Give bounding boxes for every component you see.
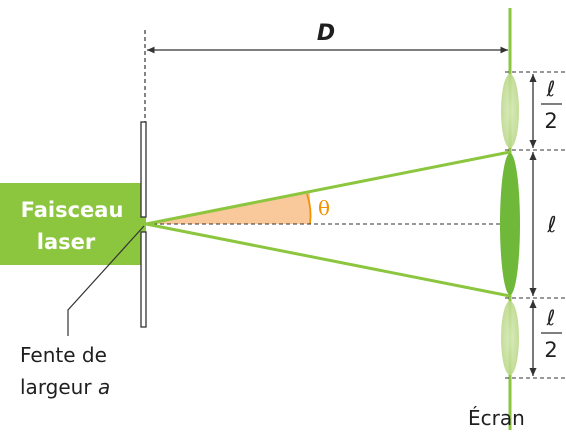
laser-beam-label-line2: laser bbox=[37, 230, 96, 254]
laser-beam-label-line1: Faisceau bbox=[21, 198, 124, 222]
half-width-top-denominator: 2 bbox=[544, 109, 557, 133]
half-width-top-numerator: ℓ bbox=[546, 77, 556, 101]
distance-label: D bbox=[317, 21, 335, 46]
slit-label-line2: largeur a bbox=[20, 375, 110, 399]
slit-label-prefix: largeur bbox=[20, 375, 98, 399]
beam-edge-bottom bbox=[145, 222, 511, 298]
beam-edge-top bbox=[145, 150, 511, 226]
slit-plate-bottom bbox=[140, 231, 147, 328]
secondary-spot-bottom bbox=[501, 301, 519, 375]
angle-arc bbox=[306, 193, 312, 225]
slit-leader-line bbox=[67, 225, 145, 336]
width-label: ℓ bbox=[546, 213, 556, 238]
half-width-bottom-denominator: 2 bbox=[544, 338, 557, 362]
secondary-spot-top bbox=[501, 74, 519, 148]
angle-label: θ bbox=[318, 196, 330, 220]
screen-label: Écran bbox=[468, 406, 525, 430]
slit-width-variable: a bbox=[98, 375, 110, 399]
central-spot bbox=[500, 153, 520, 295]
slit-label-line1: Fente de bbox=[20, 343, 107, 367]
half-width-bottom-numerator: ℓ bbox=[546, 306, 556, 330]
slit-plate-top bbox=[140, 121, 147, 218]
